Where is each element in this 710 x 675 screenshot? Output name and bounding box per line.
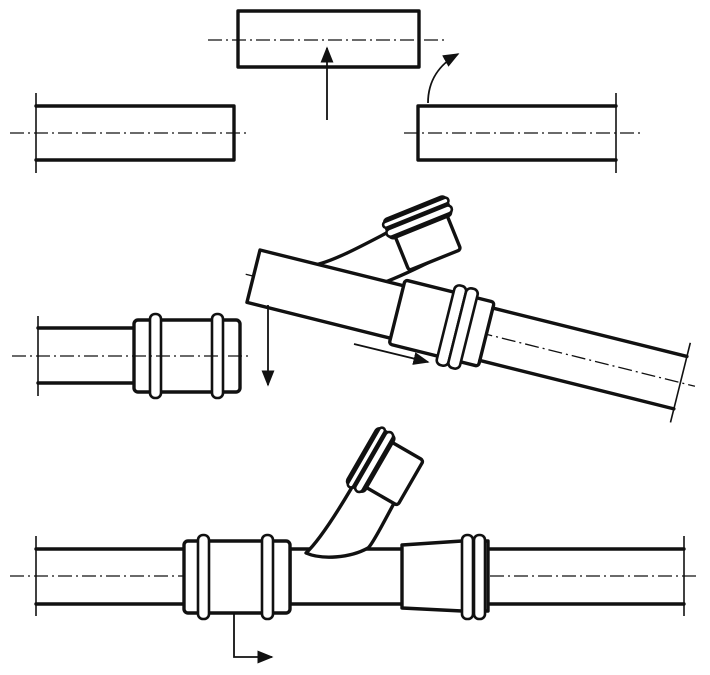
left-pipe-with-coupling [12, 312, 250, 400]
right-pipe [404, 53, 642, 173]
step-1-cut-section [10, 9, 642, 173]
tee-fitting-assembly [245, 195, 696, 423]
branch-socket [345, 426, 425, 507]
removed-pipe-section [208, 9, 446, 120]
slide-arrow [353, 343, 430, 365]
step-3-assembled [10, 426, 700, 664]
right-coupling [400, 533, 490, 621]
rotate-arrow [427, 53, 460, 104]
left-coupling [182, 533, 292, 621]
step-2-fit-couplings [12, 195, 696, 423]
slide-back-arrow [233, 613, 274, 664]
left-pipe [10, 93, 248, 173]
